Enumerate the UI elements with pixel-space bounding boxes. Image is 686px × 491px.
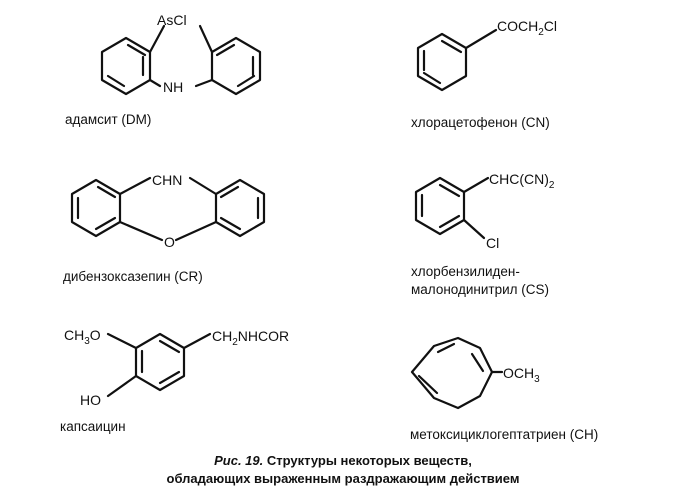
caption-line-1: Рис. 19. Структуры некоторых веществ, xyxy=(0,452,686,470)
chlorobenzylidene-structure: CHC(CN)2 Cl xyxy=(414,171,555,251)
cs-chloro-label: Cl xyxy=(486,235,499,251)
chlorobenzylidene-name-line2: малонодинитрил (CS) xyxy=(411,282,550,297)
cr-chn-label: CHN xyxy=(152,172,182,188)
dibenzoxazepine-name: дибензоксазепин (CR) xyxy=(63,269,203,284)
cn-substituent-label: COCH2Cl xyxy=(497,18,557,38)
caption-text-1: Структуры некоторых веществ, xyxy=(266,453,472,468)
chlorobenzylidene-name-line1: хлорбензилиден- xyxy=(411,264,520,279)
methoxycycloheptatriene-name: метоксициклогептатриен (CH) xyxy=(410,427,599,442)
ch-methoxy-label: OCH3 xyxy=(503,365,540,385)
caption-text-2: обладающих выраженным раздражающим дейст… xyxy=(166,471,520,486)
adamsite-nh-label: NH xyxy=(163,79,183,95)
capsaicin-name: капсаицин xyxy=(60,419,126,434)
capsaicin-hydroxy-label: HO xyxy=(80,392,101,408)
chloroacetophenone-structure: COCH2Cl xyxy=(416,18,557,92)
chloroacetophenone-name: хлорацетофенон (CN) xyxy=(411,115,550,130)
figure-label: Рис. 19. xyxy=(214,453,264,468)
figure-caption: Рис. 19. Структуры некоторых веществ, об… xyxy=(0,452,686,488)
cs-substituent-label: CHC(CN)2 xyxy=(489,171,555,191)
capsaicin-chain-label: CH2NHCOR xyxy=(212,328,289,348)
dibenzoxazepine-structure: CHN O xyxy=(70,172,266,250)
adamsite-name: адамсит (DM) xyxy=(65,112,152,127)
adamsite-structure: AsCl NH xyxy=(100,12,262,96)
methoxycycloheptatriene-structure: OCH3 xyxy=(410,336,540,410)
adamsite-ascl-label: AsCl xyxy=(157,12,187,28)
cr-oxygen-label: O xyxy=(164,234,175,250)
capsaicin-methoxy-label: CH3O xyxy=(64,327,101,347)
capsaicin-structure: CH3O HO CH2NHCOR xyxy=(64,327,289,408)
